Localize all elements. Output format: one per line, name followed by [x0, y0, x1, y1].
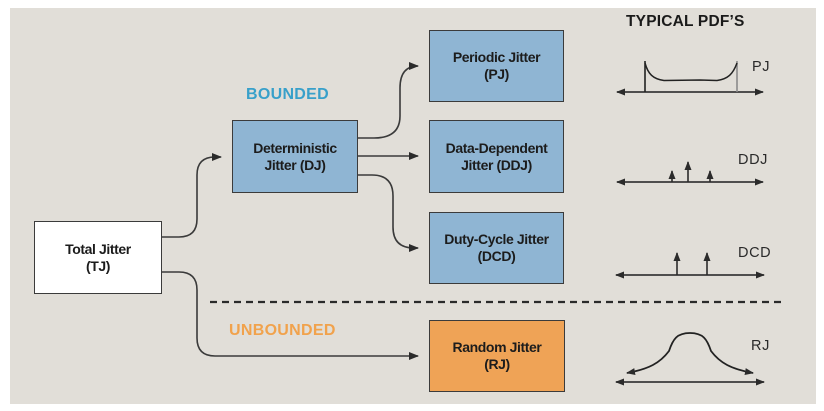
node-periodic-jitter-line1: Periodic Jitter	[452, 49, 541, 65]
pdf-sketch-ddj	[616, 161, 764, 186]
connector-dj-to-dcd	[358, 174, 419, 252]
unbounded-label: UNBOUNDED	[229, 322, 336, 339]
connector-tj-to-dj	[162, 153, 222, 238]
node-duty-cycle-jitter: Duty-Cycle Jitter (DCD)	[429, 212, 564, 284]
node-total-jitter: Total Jitter (TJ)	[34, 221, 162, 294]
pdf-label-rj: RJ	[751, 338, 770, 354]
node-deterministic-jitter-line1: Deterministic	[253, 139, 337, 156]
node-periodic-jitter-line2: (PJ)	[484, 66, 509, 82]
pdf-sketch-rj	[615, 332, 765, 386]
connector-dj-to-pj	[358, 62, 419, 139]
node-deterministic-jitter-line2: Jitter (DJ)	[264, 156, 326, 173]
node-data-dependent-jitter-line1: Data-Dependent	[445, 139, 548, 156]
node-total-jitter-line1: Total Jitter	[65, 240, 131, 257]
node-random-jitter: Random Jitter (RJ)	[429, 320, 565, 392]
pdf-label-dcd: DCD	[738, 245, 772, 261]
pdf-sketch-pj	[616, 61, 764, 96]
node-data-dependent-jitter-line2: Jitter (DDJ)	[461, 156, 532, 173]
typical-pdfs-heading: TYPICAL PDF’S	[626, 13, 745, 30]
figure-background-panel	[10, 8, 816, 404]
connector-tj-to-rj	[162, 271, 419, 360]
pdf-label-ddj: DDJ	[738, 152, 768, 168]
node-random-jitter-line2: (RJ)	[484, 356, 510, 372]
node-duty-cycle-jitter-line1: Duty-Cycle Jitter	[444, 231, 549, 247]
bounded-label: BOUNDED	[246, 86, 329, 103]
node-random-jitter-line1: Random Jitter	[452, 339, 542, 355]
node-data-dependent-jitter: Data-Dependent Jitter (DDJ)	[429, 120, 564, 193]
node-periodic-jitter: Periodic Jitter (PJ)	[429, 30, 564, 102]
pdf-label-pj: PJ	[752, 59, 771, 75]
node-deterministic-jitter: Deterministic Jitter (DJ)	[232, 120, 358, 193]
node-total-jitter-line2: (TJ)	[85, 257, 111, 274]
node-duty-cycle-jitter-line2: (DCD)	[477, 248, 516, 264]
pdf-sketch-dcd	[615, 252, 765, 279]
